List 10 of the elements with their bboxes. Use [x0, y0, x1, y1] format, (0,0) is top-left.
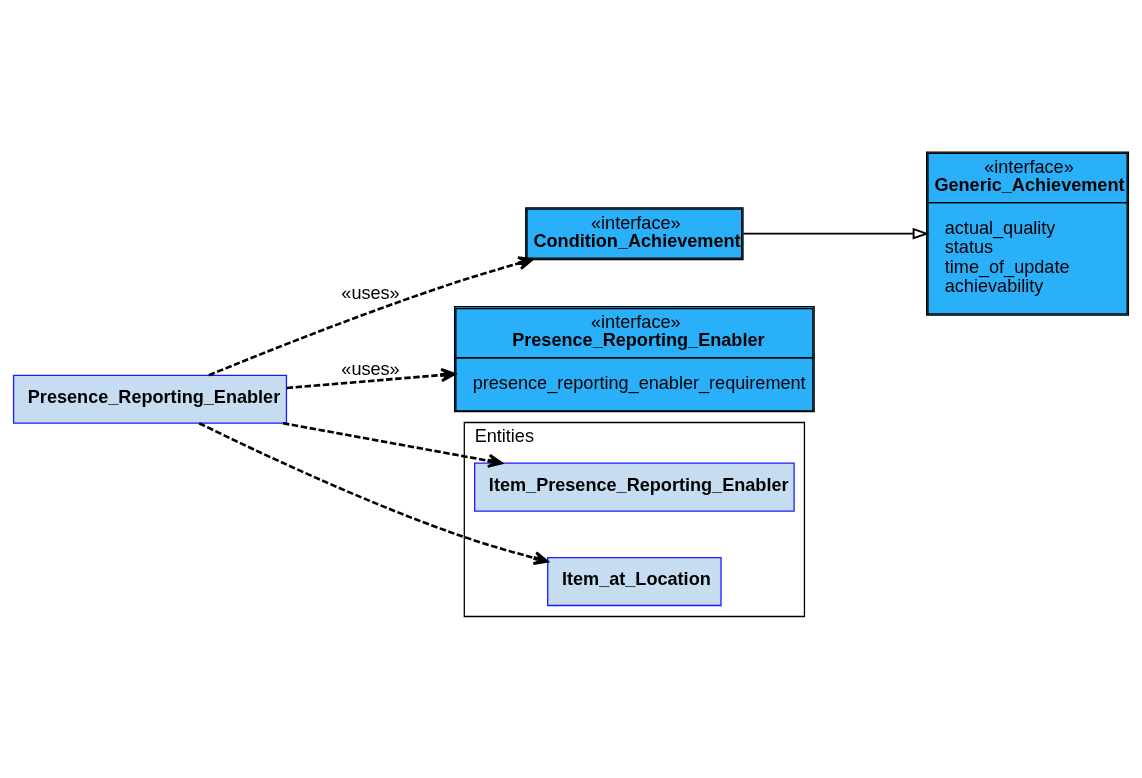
- arrow: [286, 367, 456, 389]
- edge-label: «uses»: [341, 358, 400, 379]
- node-box: Presence_Reporting_Enabler: [12, 374, 288, 424]
- arrow: [282, 421, 503, 468]
- arrow: [742, 227, 930, 240]
- arrow: [198, 421, 549, 565]
- node-box: Item_at_Location: [547, 556, 722, 606]
- arrow: [208, 255, 534, 376]
- node-box: Item_Presence_Reporting_Enabler: [474, 462, 795, 512]
- edge-label: «uses»: [341, 282, 400, 303]
